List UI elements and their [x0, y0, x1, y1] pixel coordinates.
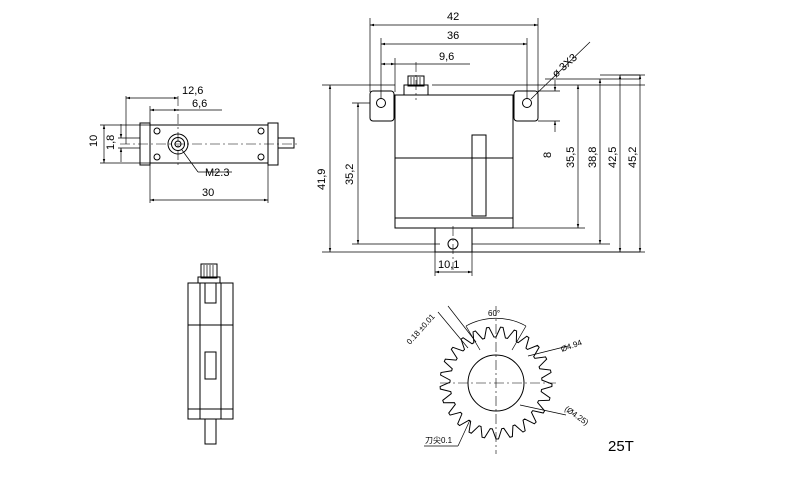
leader-line: [527, 345, 569, 357]
dim-38-8-label: 38,8: [587, 147, 599, 168]
front-view: 42 36 9,6 ø 3X3 41,9 35,2 8 35,5: [316, 11, 645, 276]
leader-line: [447, 305, 477, 343]
front-view-bottom-tab: [434, 228, 473, 253]
top-view-hole: [153, 153, 161, 161]
top-view-cable-tab: [277, 137, 295, 149]
inner-dia-label: (Ø4.25): [563, 404, 591, 427]
dim-10-1-label: 10,1: [438, 259, 459, 271]
top-view: 12,6 6,6 10 1,8 M2.3 30: [88, 85, 300, 203]
teeth-count-label: 25T: [608, 438, 634, 455]
top-view-hole: [153, 127, 161, 135]
angle-line: [511, 325, 527, 351]
dim-35-5-label: 35,5: [565, 147, 577, 168]
side-view-spline: [200, 263, 218, 279]
leader-line: [530, 41, 591, 100]
front-view-left-flange: [369, 90, 395, 122]
tolerance-label: 0.18 ±0.01: [405, 312, 437, 346]
top-view-hole: [257, 127, 265, 135]
leader-line: [437, 311, 469, 349]
front-view-body: [394, 94, 514, 229]
dim-35-2-label: 35,2: [344, 164, 356, 185]
outer-dia-label: Ø4.94: [560, 338, 584, 354]
tip-label: 刀尖0.1: [425, 435, 453, 445]
hole-size-label: ø 3X3: [550, 52, 580, 81]
angle-label: 60°: [488, 309, 500, 318]
dim-45-2-label: 45,2: [627, 147, 639, 168]
dim-12-6-label: 12,6: [182, 85, 203, 97]
side-view-label-window: [204, 351, 217, 380]
leader-line: [519, 404, 567, 416]
front-view-mount-hole: [522, 98, 532, 108]
leader-line: [181, 149, 199, 173]
screw-label: M2.3: [205, 167, 229, 179]
front-view-right-flange: [513, 90, 539, 122]
angle-arc: [465, 317, 527, 327]
side-view-gear-housing: [197, 276, 221, 284]
top-view-hole: [257, 153, 265, 161]
dim-30-label: 30: [202, 187, 214, 199]
front-view-mount-hole: [376, 98, 386, 108]
gear-detail: 60° 0.18 ±0.01 Ø4.94 (Ø4.25) 刀尖0.1 25T: [405, 305, 634, 455]
leader-line: [457, 419, 471, 447]
side-view-bottom-tab: [204, 418, 217, 445]
dim-8-label: 8: [542, 152, 554, 158]
dim-36-label: 36: [447, 30, 459, 42]
dim-42-label: 42: [447, 11, 459, 23]
dim-6-6-label: 6,6: [192, 98, 207, 110]
dim-9-6-label: 9,6: [439, 51, 454, 63]
side-view-flange: [204, 282, 217, 304]
side-view: [187, 263, 234, 445]
dim-10-label: 10: [88, 135, 100, 147]
front-view-label-window: [471, 134, 487, 217]
dim-41-9-label: 41,9: [316, 169, 328, 190]
dim-42-5-label: 42,5: [607, 147, 619, 168]
dim-1-8-label: 1,8: [105, 135, 117, 150]
